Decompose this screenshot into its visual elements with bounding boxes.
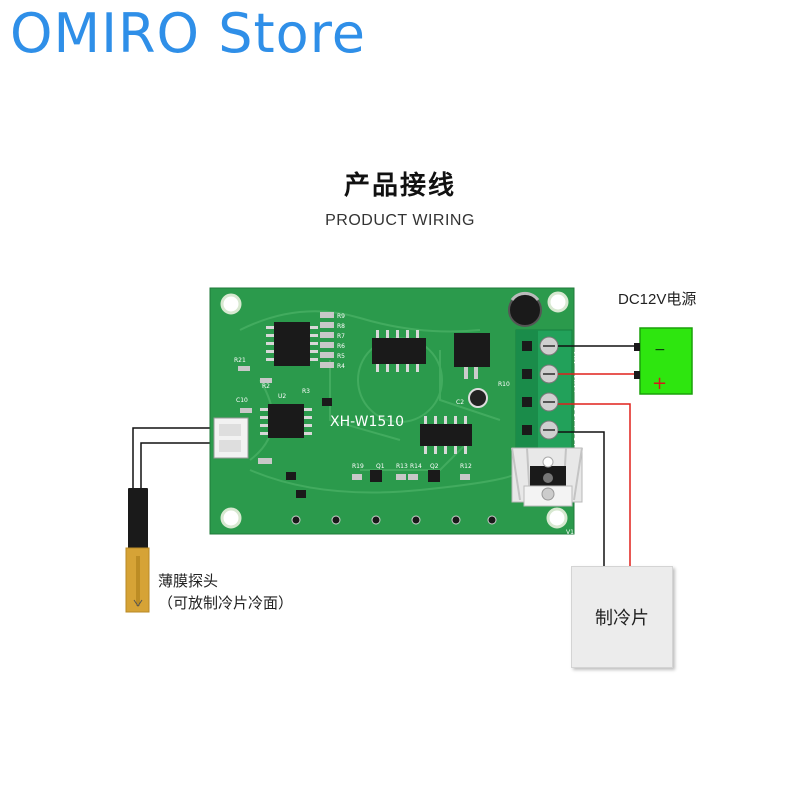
svg-text:R14: R14 bbox=[410, 463, 422, 470]
section-title: 产品接线 bbox=[343, 171, 456, 201]
svg-text:R13: R13 bbox=[396, 463, 408, 470]
svg-text:R4: R4 bbox=[337, 363, 345, 370]
svg-text:R5: R5 bbox=[337, 353, 345, 360]
svg-text:R8: R8 bbox=[337, 323, 345, 330]
terminal-label: VIN- bbox=[572, 350, 581, 367]
svg-text:R12: R12 bbox=[460, 463, 472, 470]
mounting-hole bbox=[547, 291, 569, 313]
svg-text:R9: R9 bbox=[337, 313, 345, 320]
thin-film-probe bbox=[125, 488, 150, 613]
terminal-block: VIN- VIN+ OUT+ OUT- bbox=[515, 329, 581, 449]
svg-text:Q2: Q2 bbox=[430, 463, 439, 470]
board-model: XH-W1510 bbox=[330, 414, 404, 430]
svg-text:R21: R21 bbox=[234, 357, 246, 364]
mounting-hole bbox=[546, 507, 568, 529]
battery-minus: − bbox=[654, 342, 666, 358]
mounting-hole bbox=[220, 293, 242, 315]
probe-label-line1: 薄膜探头 bbox=[158, 572, 219, 590]
terminal-label: OUT+ bbox=[572, 406, 581, 430]
svg-text:U2: U2 bbox=[278, 393, 286, 400]
store-name: OMIRO Store bbox=[10, 2, 366, 65]
svg-text:R3: R3 bbox=[302, 388, 310, 395]
mounting-hole bbox=[220, 507, 242, 529]
mosfet-heatsink bbox=[511, 447, 583, 507]
terminal-label: VIN+ bbox=[572, 374, 581, 395]
probe-label-line2: （可放制冷片冷面） bbox=[158, 594, 294, 612]
svg-text:R10: R10 bbox=[498, 381, 510, 388]
wire-out-positive bbox=[558, 403, 631, 566]
svg-text:R7: R7 bbox=[337, 333, 345, 340]
svg-text:Q1: Q1 bbox=[376, 463, 385, 470]
cooling-plate-box: 制冷片 bbox=[571, 566, 673, 668]
svg-text:C2: C2 bbox=[456, 399, 464, 406]
svg-text:R2: R2 bbox=[262, 383, 270, 390]
battery-plus: + bbox=[652, 373, 667, 394]
svg-text:V1: V1 bbox=[566, 529, 574, 536]
probe-wires bbox=[132, 427, 230, 490]
svg-text:R19: R19 bbox=[352, 463, 364, 470]
probe-label: 薄膜探头 （可放制冷片冷面） bbox=[158, 570, 293, 614]
section-subtitle: PRODUCT WIRING bbox=[325, 212, 475, 229]
svg-text:R6: R6 bbox=[337, 343, 345, 350]
battery-icon: − + bbox=[634, 327, 693, 395]
terminal-label: OUT- bbox=[572, 430, 581, 449]
power-supply-label: DC12V电源 bbox=[618, 291, 697, 308]
svg-text:C10: C10 bbox=[236, 397, 248, 404]
wire-out-negative bbox=[558, 431, 605, 566]
cooling-plate-label: 制冷片 bbox=[595, 608, 649, 629]
